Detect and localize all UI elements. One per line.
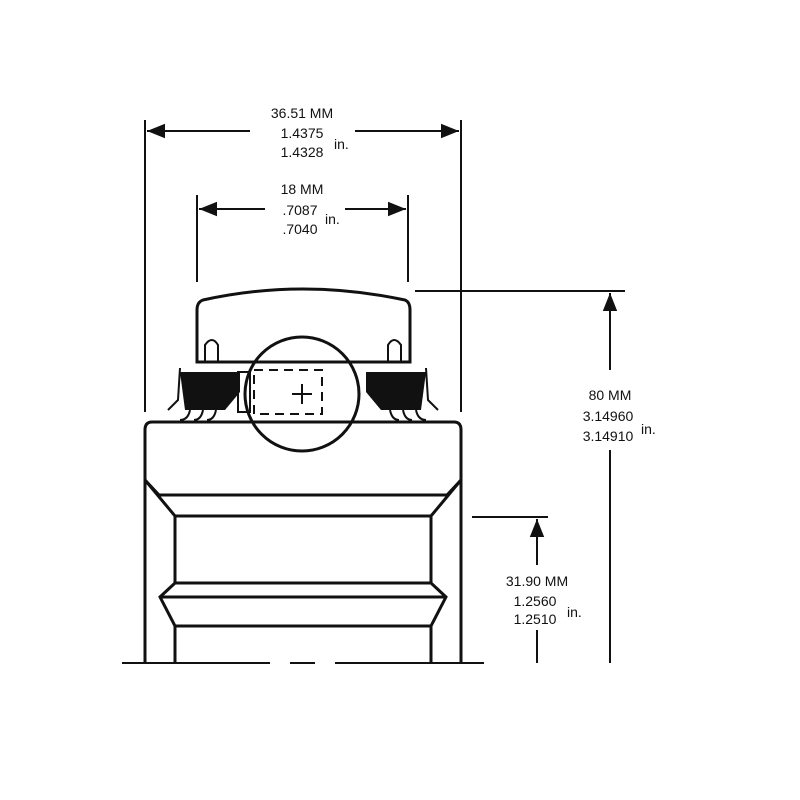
inner-width-metric: 18 MM: [281, 181, 324, 197]
dim-bore: 31.90 MM 1.2560 1.2510 in.: [472, 516, 582, 663]
right-seal: [366, 339, 439, 421]
inner-width-unit: in.: [325, 211, 340, 227]
dim-overall-width: 36.51 MM 1.4375 1.4328 in.: [144, 105, 462, 412]
overall-width-min: 1.4328: [281, 144, 324, 160]
ball: [243, 335, 361, 453]
overall-width-metric: 36.51 MM: [271, 105, 333, 121]
outer-diameter-metric: 80 MM: [589, 387, 632, 403]
outer-diameter-min: 3.14910: [583, 428, 634, 444]
inner-ring-section: [195, 287, 412, 364]
inner-width-min: .7040: [282, 221, 317, 237]
housing-body: [143, 430, 463, 663]
overall-width-max: 1.4375: [281, 125, 324, 141]
outer-ring-section: [143, 420, 463, 497]
outer-diameter-unit: in.: [641, 421, 656, 437]
left-seal: [167, 339, 251, 421]
inner-width-max: .7087: [282, 202, 317, 218]
dim-outer-diameter: 80 MM 3.14960 3.14910 in.: [415, 290, 656, 663]
bore-min: 1.2510: [514, 611, 557, 627]
bore-max: 1.2560: [514, 593, 557, 609]
overall-width-unit: in.: [334, 136, 349, 152]
bore-metric: 31.90 MM: [506, 573, 568, 589]
outer-diameter-max: 3.14960: [583, 408, 634, 424]
dim-inner-width: 18 MM .7087 .7040 in.: [196, 181, 409, 282]
set-screw-hidden-outline: [253, 369, 323, 415]
bore-unit: in.: [567, 604, 582, 620]
